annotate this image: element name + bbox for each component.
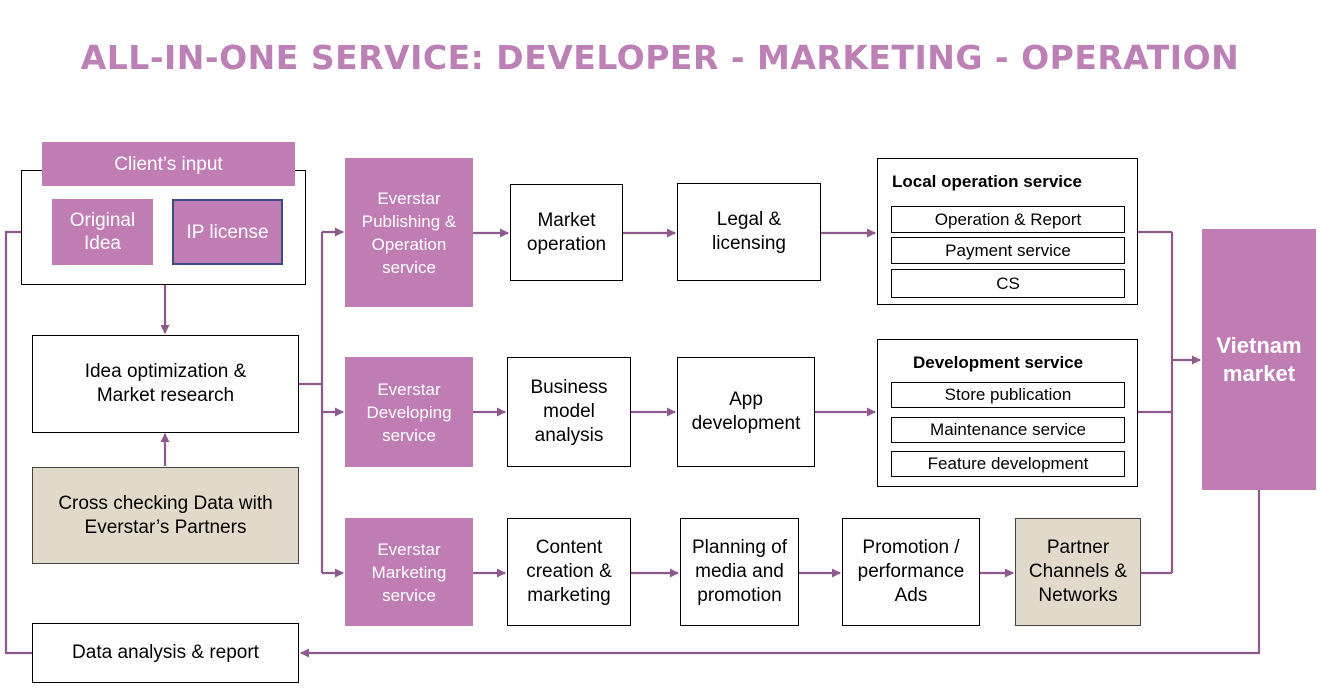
client-input-header: Client’s input (42, 142, 295, 186)
data-analysis-box: Data analysis & report (32, 623, 299, 683)
app-development-box: App development (677, 357, 815, 467)
development-service-item: Maintenance service (891, 417, 1125, 443)
market-operation-box: Market operation (510, 184, 623, 281)
development-service-title: Development service (913, 353, 1084, 372)
development-service-group: Development service Store publication Ma… (877, 339, 1138, 487)
ip-license-box: IP license (172, 199, 283, 265)
marketing-service-box: Everstar Marketing service (345, 518, 473, 626)
publishing-service-box: Everstar Publishing & Operation service (345, 158, 473, 307)
partner-channels-box: Partner Channels & Networks (1015, 518, 1141, 626)
business-model-box: Business model analysis (507, 357, 631, 467)
local-operation-service-title: Local operation service (892, 172, 1082, 191)
promotion-ads-box: Promotion / performance Ads (842, 518, 980, 626)
media-planning-box: Planning of media and promotion (680, 518, 799, 626)
local-operation-service-group: Local operation service Operation & Repo… (877, 158, 1138, 305)
cross-checking-box: Cross checking Data with Everstar’s Part… (32, 467, 299, 564)
legal-licensing-box: Legal & licensing (677, 183, 821, 281)
arrow-data-analysis-to-idea (4, 227, 51, 655)
content-creation-box: Content creation & marketing (507, 518, 631, 626)
idea-optimization-box: Idea optimization & Market research (32, 335, 299, 433)
local-operation-item: CS (891, 269, 1125, 298)
development-service-item: Feature development (891, 451, 1125, 477)
development-service-item: Store publication (891, 382, 1125, 408)
original-idea-box: Original Idea (52, 199, 153, 265)
local-operation-item: Payment service (891, 237, 1125, 264)
vietnam-market-box: Vietnam market (1202, 229, 1316, 490)
developing-service-box: Everstar Developing service (345, 357, 473, 467)
page-title: ALL-IN-ONE SERVICE: DEVELOPER - MARKETIN… (80, 38, 1240, 77)
local-operation-item: Operation & Report (891, 206, 1125, 233)
